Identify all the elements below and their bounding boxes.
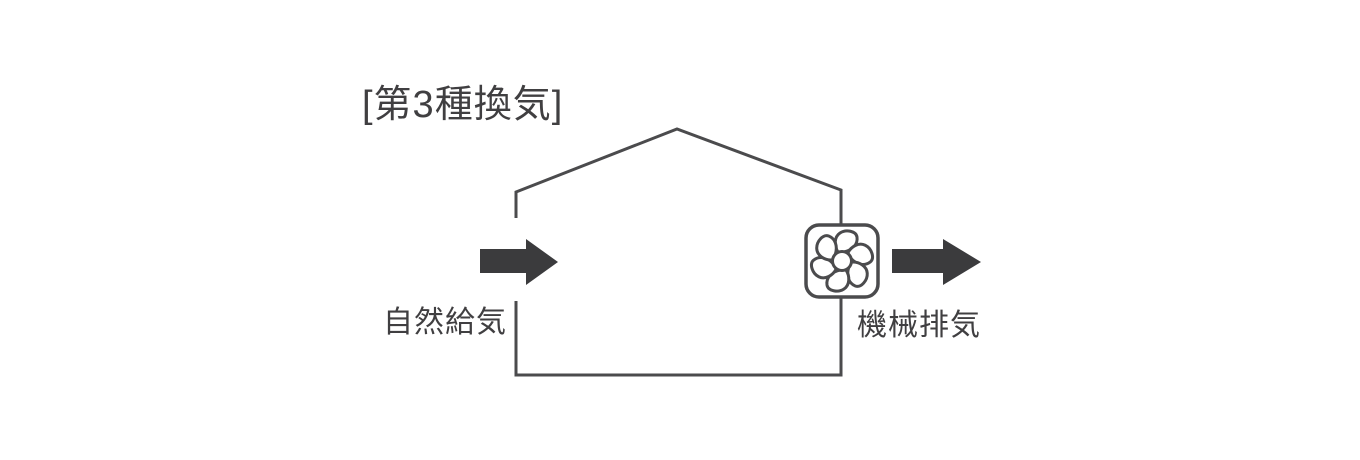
diagram-title: [第3種換気] — [362, 84, 564, 126]
supply-arrow-icon — [480, 239, 558, 285]
exhaust-fan-icon — [804, 223, 880, 299]
supply-air-label: 自然給気 — [383, 306, 507, 339]
fan-blades — [810, 229, 874, 293]
house-outline — [514, 127, 843, 377]
fan-hub — [831, 250, 853, 272]
exhaust-air-label: 機械排気 — [857, 309, 981, 342]
exhaust-arrow-icon — [892, 239, 981, 285]
